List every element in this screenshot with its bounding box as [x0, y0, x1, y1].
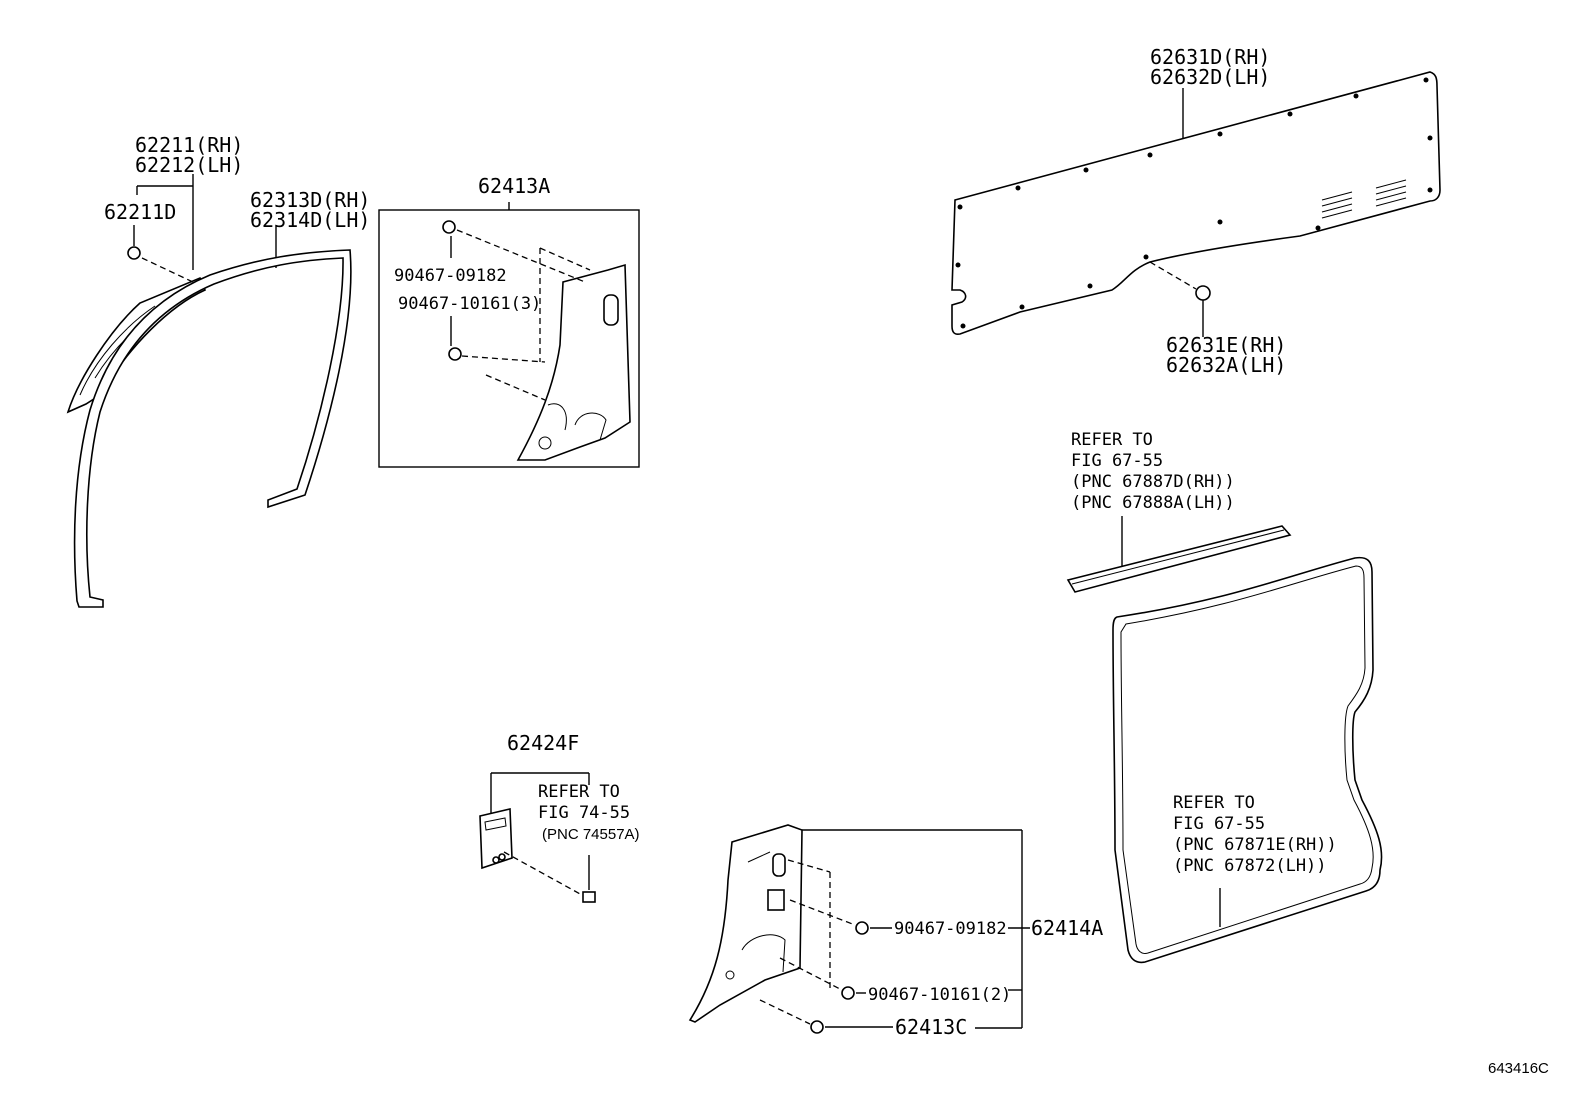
refer-note-door-weatherstrip: REFER TO FIG 67-55 (PNC 67871E(RH)) (PNC…: [1173, 793, 1337, 876]
label-62632a-lh: 62632A(LH): [1166, 353, 1286, 377]
svg-text:(PNC 67872(LH)): (PNC 67872(LH)): [1173, 856, 1327, 876]
label-bolt-90467-09182-bottom: 90467-09182: [894, 919, 1007, 939]
label-62211-rh: 62211(RH): [135, 133, 243, 157]
label-62313d-rh: 62313D(RH): [250, 188, 370, 212]
refer-note-belt-weatherstrip: REFER TO FIG 67-55 (PNC 67887D(RH)) (PNC…: [1071, 430, 1235, 513]
label-bolt-90467-09182-top: 90467-09182: [394, 266, 507, 286]
door-opening-weatherstrip: [73, 225, 352, 608]
svg-text:FIG 67-55: FIG 67-55: [1071, 451, 1163, 471]
svg-text:(PNC 67888A(LH)): (PNC 67888A(LH)): [1071, 493, 1235, 513]
label-62413a: 62413A: [478, 174, 550, 198]
svg-text:(PNC 67871E(RH)): (PNC 67871E(RH)): [1173, 835, 1337, 855]
roof-side-trim-panel: [951, 71, 1441, 335]
label-bolt-90467-10161-3: 90467-10161(3): [398, 294, 541, 314]
door-weatherstrip: [1112, 556, 1383, 964]
seat-belt-cover-bracket: [479, 772, 596, 903]
svg-text:REFER TO: REFER TO: [538, 782, 620, 802]
center-pillar-garnish-group: [378, 202, 640, 468]
svg-text:REFER TO: REFER TO: [1071, 430, 1153, 450]
part-labels: 62211(RH) 62212(LH) 62211D 62313D(RH) 62…: [104, 45, 1286, 1039]
label-62413c: 62413C: [895, 1015, 967, 1039]
svg-text:REFER TO: REFER TO: [1173, 793, 1255, 813]
door-belt-weatherstrip: [1066, 516, 1292, 593]
label-62631d-rh: 62631D(RH): [1150, 45, 1270, 69]
clip-62211d: [127, 225, 196, 284]
label-62632d-lh: 62632D(LH): [1150, 65, 1270, 89]
quarter-trim-lower: [688, 824, 1030, 1034]
clip-62631e: [1149, 261, 1211, 337]
svg-text:FIG 67-55: FIG 67-55: [1173, 814, 1265, 834]
label-62424f: 62424F: [507, 731, 579, 755]
label-62631e-rh: 62631E(RH): [1166, 333, 1286, 357]
svg-text:(PNC 67887D(RH)): (PNC 67887D(RH)): [1071, 472, 1235, 492]
label-62212-lh: 62212(LH): [135, 153, 243, 177]
label-bolt-90467-10161-2: 90467-10161(2): [868, 985, 1011, 1005]
figure-id: 643416C: [1488, 1060, 1549, 1077]
reference-notes: REFER TO FIG 67-55 (PNC 67887D(RH)) (PNC…: [538, 430, 1337, 876]
svg-text:FIG 74-55: FIG 74-55: [538, 803, 630, 823]
label-62314d-lh: 62314D(LH): [250, 208, 370, 232]
refer-note-bracket: REFER TO FIG 74-55 (PNC 74557A): [538, 782, 640, 843]
label-62211d: 62211D: [104, 200, 176, 224]
svg-text:(PNC 74557A): (PNC 74557A): [542, 826, 640, 843]
label-62414a: 62414A: [1031, 916, 1103, 940]
